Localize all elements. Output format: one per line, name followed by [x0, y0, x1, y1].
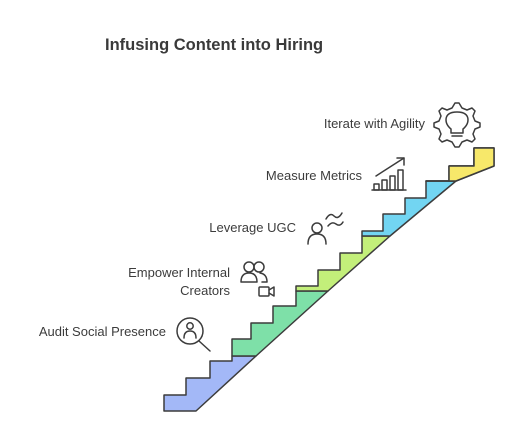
users-video-icon [240, 261, 275, 297]
stair-segment-audit [163, 355, 257, 412]
step-label-audit: Audit Social Presence [38, 324, 166, 339]
step-label-iterate: Iterate with Agility [323, 116, 425, 131]
step-label-empower-line1: Empower Internal [128, 265, 230, 280]
step-label-metrics: Measure Metrics [265, 168, 362, 183]
step-label-empower: Empower Internal Creators [128, 264, 230, 300]
step-label-ugc: Leverage UGC [209, 220, 296, 235]
person-wave-icon [307, 212, 344, 245]
stair-segment-ugc [295, 235, 391, 292]
step-label-empower-line2: Creators [180, 283, 230, 298]
diagram-title: Infusing Content into Hiring [105, 36, 324, 54]
stair-top-fill [425, 147, 495, 182]
gear-lightbulb-icon [433, 102, 481, 148]
bar-chart-growth-icon [371, 157, 407, 191]
stair-segment-metrics [361, 180, 457, 237]
stair-segment-empower [231, 290, 329, 357]
magnifier-person-icon [176, 317, 211, 352]
